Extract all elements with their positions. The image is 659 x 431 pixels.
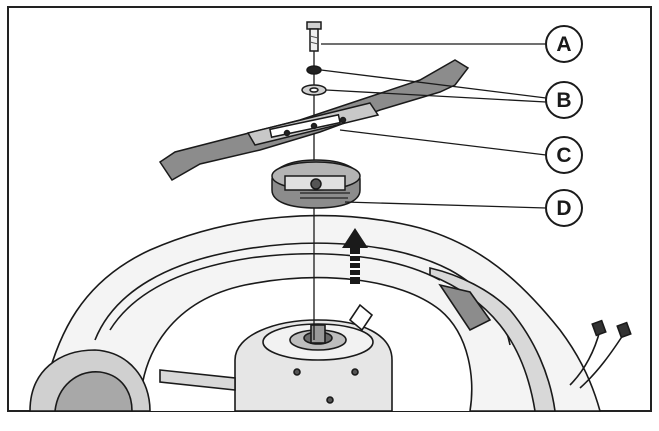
callout-leaders <box>320 43 547 209</box>
upward-arrow-icon <box>342 228 368 284</box>
callout-b-label: B <box>556 89 571 112</box>
motor-housing <box>159 303 393 412</box>
callout-a: A <box>545 25 583 63</box>
callout-a-label: A <box>556 33 571 56</box>
power-cables <box>569 319 632 389</box>
callout-c-label: C <box>556 144 571 167</box>
blade-bolt <box>306 21 322 52</box>
blade-adapter <box>271 159 361 209</box>
callout-c: C <box>545 136 583 174</box>
callout-b: B <box>545 81 583 119</box>
blade <box>158 59 470 181</box>
callout-d-label: D <box>556 197 571 220</box>
callout-d: D <box>545 189 583 227</box>
